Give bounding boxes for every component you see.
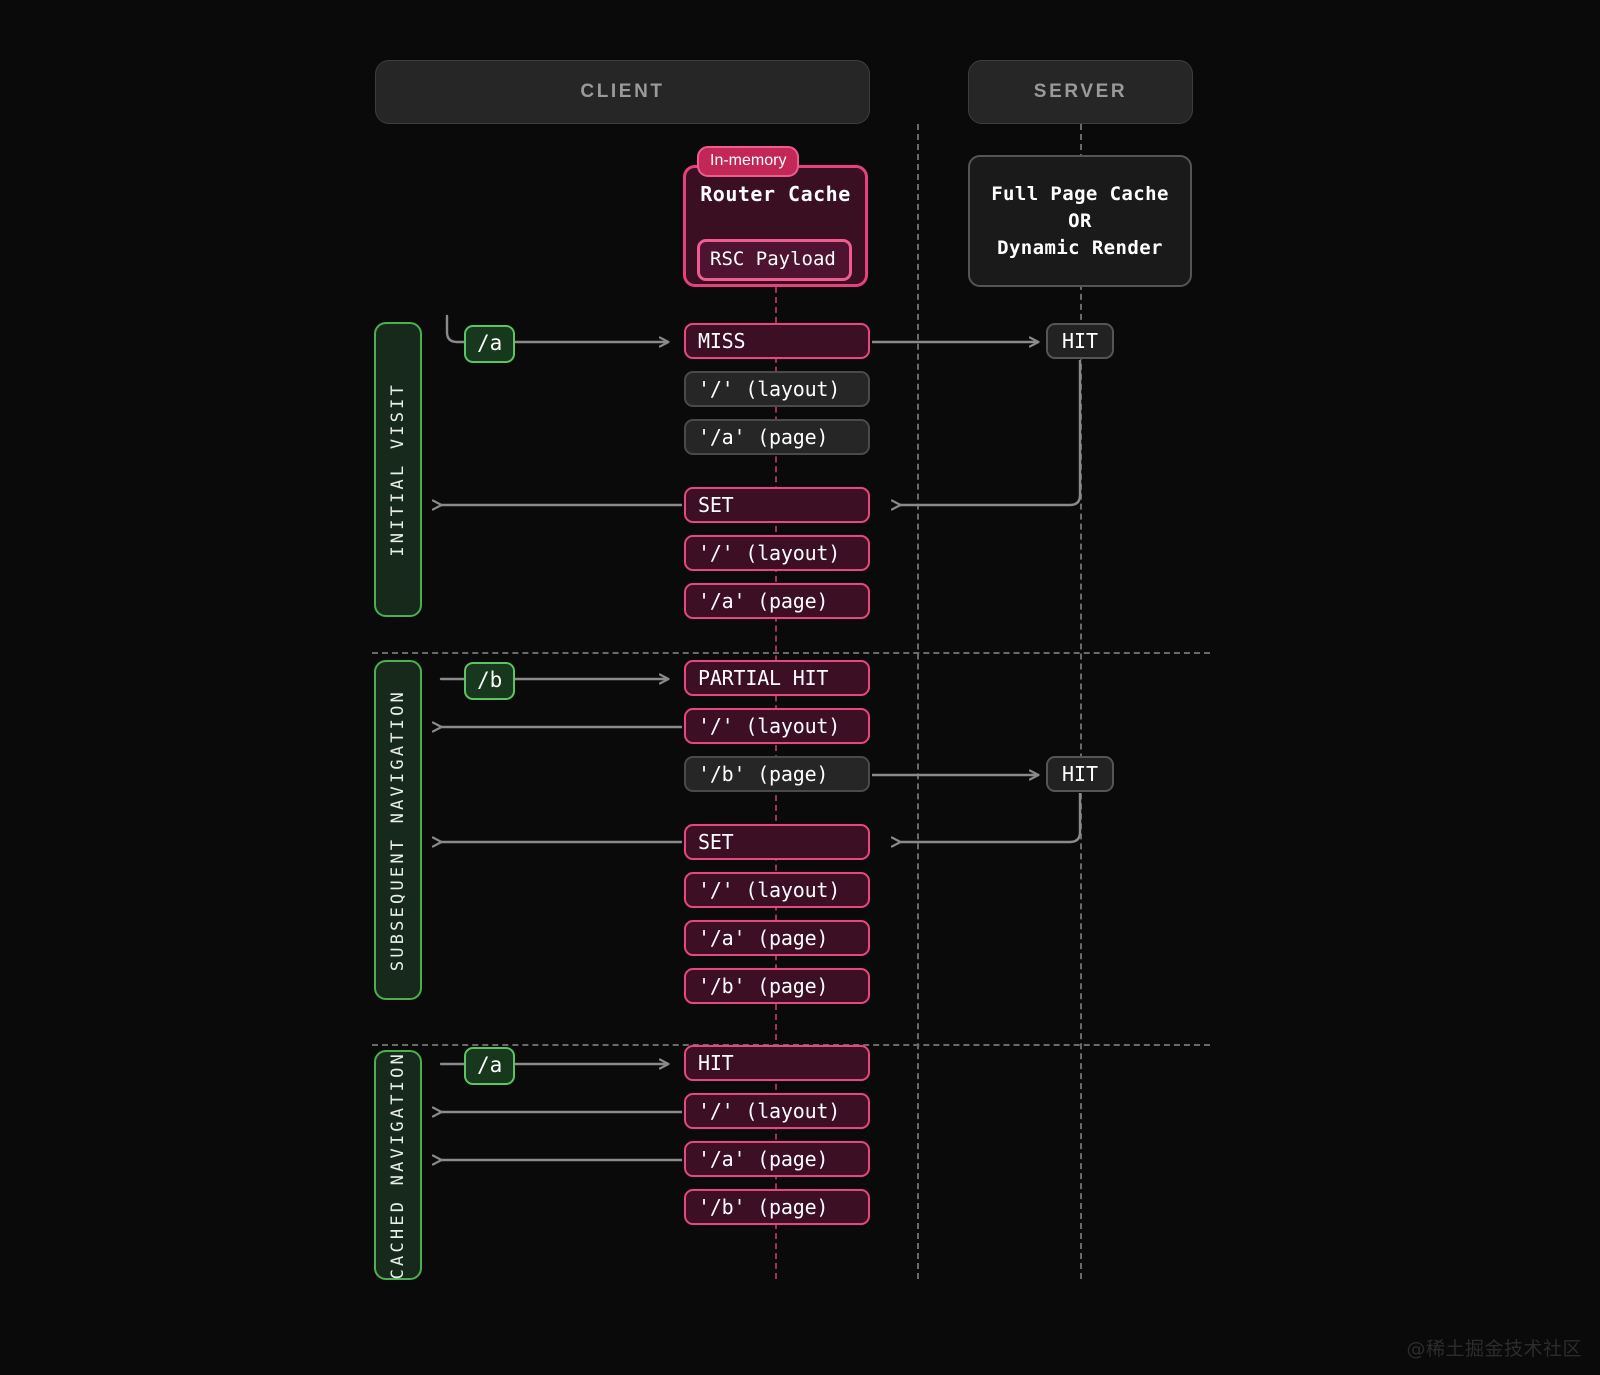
section-label-initial-visit-text: INITIAL VISIT (388, 382, 408, 557)
event-page-a-cached: '/a' (page) (684, 1141, 870, 1177)
in-memory-badge: In-memory (697, 146, 800, 177)
event-set-subsequent: SET (684, 824, 870, 860)
event-layout-root-initial-set: '/' (layout) (684, 535, 870, 571)
rsc-payload-box: RSC Payload (697, 239, 852, 281)
event-layout-root-initial-req: '/' (layout) (684, 371, 870, 407)
server-hit-initial: HIT (1046, 323, 1114, 359)
route-badge-a-cached: /a (464, 1047, 516, 1086)
section-divider-1 (372, 652, 1210, 654)
event-set-initial: SET (684, 487, 870, 523)
route-badge-a-initial: /a (464, 325, 516, 364)
client-server-boundary-lifeline (917, 124, 919, 1279)
server-hit-subsequent: HIT (1046, 756, 1114, 792)
event-miss: MISS (684, 323, 870, 359)
server-cache-line-3: Dynamic Render (997, 237, 1163, 259)
event-layout-root-subsequent-set: '/' (layout) (684, 872, 870, 908)
router-cache-title: Router Cache (700, 182, 851, 206)
route-badge-b-subsequent: /b (464, 662, 516, 701)
watermark: @稀土掘金技术社区 (1406, 1338, 1582, 1360)
event-page-a-subsequent-set: '/a' (page) (684, 920, 870, 956)
section-label-cached-navigation: CACHED NAVIGATION (374, 1050, 422, 1280)
section-label-subsequent-navigation: SUBSEQUENT NAVIGATION (374, 660, 422, 1000)
section-label-initial-visit: INITIAL VISIT (374, 322, 422, 617)
event-page-a-initial-req: '/a' (page) (684, 419, 870, 455)
event-layout-root-subsequent-hit: '/' (layout) (684, 708, 870, 744)
server-column-header: SERVER (968, 60, 1193, 124)
client-column-header: CLIENT (375, 60, 870, 124)
server-cache-line-2: OR (1068, 210, 1092, 232)
event-page-a-initial-set: '/a' (page) (684, 583, 870, 619)
section-label-subsequent-navigation-text: SUBSEQUENT NAVIGATION (388, 688, 408, 972)
event-page-b-subsequent-req: '/b' (page) (684, 756, 870, 792)
event-page-b-cached: '/b' (page) (684, 1189, 870, 1225)
event-partial-hit: PARTIAL HIT (684, 660, 870, 696)
server-cache-line-1: Full Page Cache (991, 183, 1169, 205)
server-lifeline (1080, 124, 1082, 1279)
server-cache-box: Full Page Cache OR Dynamic Render (968, 155, 1192, 287)
section-label-cached-navigation-text: CACHED NAVIGATION (388, 1050, 408, 1280)
event-page-b-subsequent-set: '/b' (page) (684, 968, 870, 1004)
event-layout-root-cached: '/' (layout) (684, 1093, 870, 1129)
event-hit-cached: HIT (684, 1045, 870, 1081)
